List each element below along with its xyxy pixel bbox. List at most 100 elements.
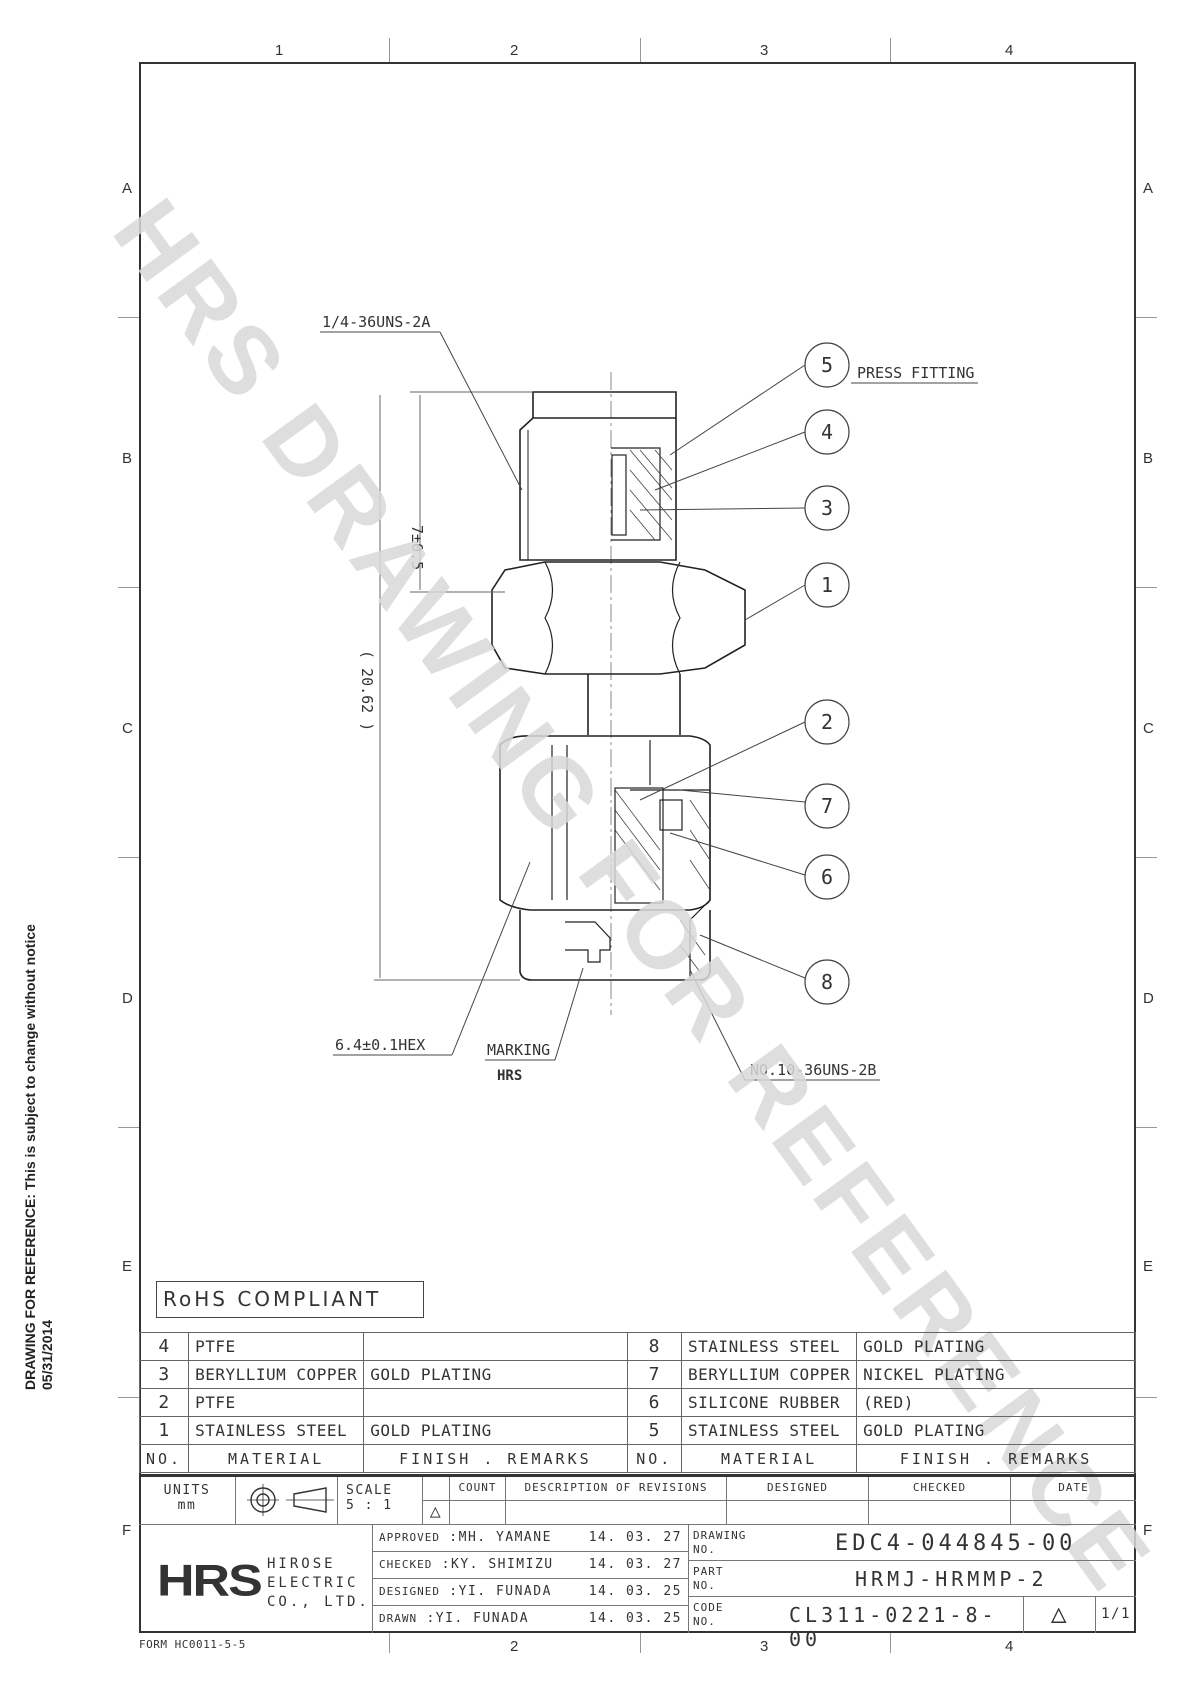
callout-2-circle (804, 699, 850, 745)
zone-row-f: F (122, 1522, 132, 1539)
dim-overall-label: ( 20.62 ) (358, 650, 376, 731)
bom-row: 1 STAINLESS STEEL GOLD PLATING 5 STAINLE… (138, 1416, 1136, 1445)
rev-description-header: DESCRIPTION OF REVISIONS (506, 1477, 727, 1501)
zone-tick (118, 1397, 139, 1398)
revision-triangle-icon: △ (423, 1501, 450, 1525)
zone-tick (1136, 857, 1157, 858)
scale-cell: SCALE 5 : 1 (338, 1477, 423, 1525)
zone-row-b: B (122, 450, 133, 467)
reference-notice: DRAWING FOR REFERENCE: This is subject t… (22, 924, 56, 1390)
zone-tick (118, 587, 139, 588)
zone-col-4: 4 (1005, 42, 1014, 59)
callout-6: 6 (821, 865, 833, 889)
zone-tick (1136, 317, 1157, 318)
bill-of-materials: 4 PTFE 8 STAINLESS STEEL GOLD PLATING 3 … (138, 1332, 1136, 1473)
callout-6-circle (804, 854, 850, 900)
callout-8: 8 (821, 970, 833, 994)
signoff-designed: DESIGNED :YI. FUNADA 14. 03. 25 (373, 1579, 689, 1606)
zone-tick (118, 317, 139, 318)
connector-drawing: 5 4 3 1 2 7 6 8 PRESS FITTING 1/4-36UNS-… (320, 313, 978, 1084)
marking-label: MARKING (487, 1041, 550, 1059)
zone-tick (118, 857, 139, 858)
rev-designed-header: DESIGNED (727, 1477, 869, 1501)
drawing-number-cell: DRAWING NO. EDC4-044845-00 (689, 1525, 1136, 1561)
zone-tick (640, 1633, 641, 1653)
zone-tick (1136, 1127, 1157, 1128)
zone-row-a-right: A (1143, 180, 1154, 197)
bom-header: NO. MATERIAL FINISH . REMARKS NO. MATERI… (138, 1444, 1136, 1473)
zone-col-4-bottom: 4 (1005, 1638, 1014, 1655)
code-number: CL311-0221-8-00 (789, 1603, 998, 1651)
zone-col-2: 2 (510, 42, 519, 59)
zone-row-f-right: F (1143, 1522, 1153, 1539)
marking-logo: HRS (497, 1068, 522, 1084)
sheet-number: 1/1 (1101, 1606, 1131, 1622)
signoff-drawn: DRAWN :YI. FUNADA 14. 03. 25 (373, 1606, 689, 1633)
callout-8-circle (804, 959, 850, 1005)
callout-1: 1 (821, 573, 833, 597)
zone-col-3: 3 (760, 42, 769, 59)
reference-notice-date: 05/31/2014 (39, 1319, 55, 1390)
revision-marker-icon: △ (1024, 1597, 1096, 1633)
thread-top-label: 1/4-36UNS-2A (322, 313, 430, 331)
drawing-frame (139, 62, 1136, 1633)
callout-5-circle (804, 342, 850, 388)
company-name-2: ELECTRIC (267, 1575, 359, 1591)
zone-col-3-bottom: 3 (760, 1638, 769, 1655)
zone-row-a: A (122, 180, 133, 197)
part-number-cell: PART NO. HRMJ-HRMMP-2 (689, 1561, 1136, 1597)
projection-cell (236, 1477, 338, 1525)
zone-row-e-right: E (1143, 1258, 1154, 1275)
callout-7: 7 (821, 794, 833, 818)
signoff-checked: CHECKED :KY. SHIMIZU 14. 03. 27 (373, 1552, 689, 1579)
code-number-cell: CODE NO. CL311-0221-8-00 (689, 1597, 1024, 1651)
callout-7-circle (804, 783, 850, 829)
zone-col-1: 1 (275, 42, 284, 59)
zone-tick (1136, 1397, 1157, 1398)
company-name-3: CO., LTD. (267, 1594, 370, 1610)
zone-row-c-right: C (1143, 720, 1154, 737)
hex-size-label: 6.4±0.1HEX (335, 1036, 425, 1054)
callout-4: 4 (821, 420, 833, 444)
press-fitting-note: PRESS FITTING (857, 364, 974, 382)
callout-4-circle (804, 409, 850, 455)
rev-count-header: COUNT (450, 1477, 506, 1501)
zone-tick (389, 1633, 390, 1653)
hex-nut (491, 561, 746, 675)
company-cell: HRS HIROSE ELECTRIC CO., LTD. (139, 1525, 373, 1633)
bottom-body (519, 910, 711, 981)
zone-row-c: C (122, 720, 133, 737)
reference-notice-text: DRAWING FOR REFERENCE: This is subject t… (22, 924, 38, 1390)
zone-tick (890, 38, 891, 62)
callout-2: 2 (821, 710, 833, 734)
hrs-logo: HRS (157, 1556, 263, 1606)
zone-row-d: D (122, 990, 133, 1007)
zone-row-d-right: D (1143, 990, 1154, 1007)
callout-3: 3 (821, 496, 833, 520)
part-number: HRMJ-HRMMP-2 (855, 1567, 1048, 1591)
thread-bottom-label: NO.10-36UNS-2B (750, 1061, 876, 1079)
bom-row: 4 PTFE 8 STAINLESS STEEL GOLD PLATING (138, 1332, 1136, 1361)
callout-1-circle (804, 562, 850, 608)
neck (587, 674, 681, 735)
top-collar (532, 391, 677, 419)
title-block: UNITS mm SCALE 5 : 1 △ COUNT DESCRIPTION… (139, 1474, 1136, 1651)
signoff-approved: APPROVED :MH. YAMANE 14. 03. 27 (373, 1525, 689, 1552)
drawing-number: EDC4-044845-00 (835, 1531, 1077, 1556)
zone-tick (118, 1127, 139, 1128)
callout-5: 5 (821, 353, 833, 377)
form-number: FORM HC0011-5-5 (139, 1638, 246, 1651)
zone-row-b-right: B (1143, 450, 1154, 467)
third-angle-projection-icon (247, 1484, 334, 1516)
callout-3-circle (804, 485, 850, 531)
zone-row-e: E (122, 1258, 133, 1275)
zone-col-2-bottom: 2 (510, 1638, 519, 1655)
zone-tick (640, 38, 641, 62)
upper-body (519, 417, 677, 561)
company-name-1: HIROSE (267, 1556, 336, 1572)
rohs-compliant-badge: RoHS COMPLIANT (156, 1281, 424, 1318)
dim-7-label: 7±0.5 (408, 525, 426, 570)
zone-tick (1136, 587, 1157, 588)
rev-checked-header: CHECKED (869, 1477, 1011, 1501)
zone-tick (389, 38, 390, 62)
